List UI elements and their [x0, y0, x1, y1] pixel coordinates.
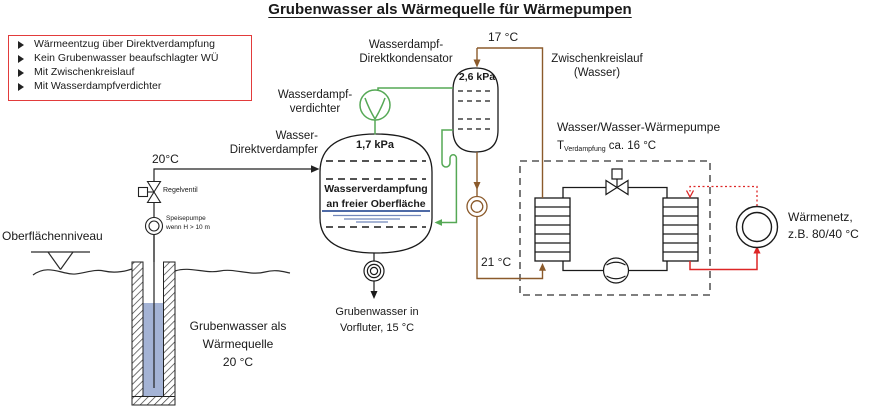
return-temp-label: 21 °C [481, 255, 512, 269]
vapor-compressor-label: Wasserdampf- verdichter [277, 89, 353, 116]
arrow-condensate-return [434, 219, 442, 226]
info-box-item: Mit Zwischenkreislauf [11, 66, 249, 80]
feed-pump-label: Speisepumpe wenn H > 10 m [166, 215, 210, 231]
heat-network-icon [735, 205, 779, 249]
vapor-compressor-icon [359, 89, 391, 121]
arrow-into-hx [539, 263, 546, 271]
valve-label: Regelventil [163, 187, 198, 194]
heat-pump-label: Wasser/Wasser-Wärmepumpe [557, 120, 721, 134]
control-valve-icon [137, 180, 162, 204]
evaporator-vessel [319, 133, 433, 254]
well-water [143, 303, 164, 398]
supply-temp-label: 17 °C [488, 30, 519, 44]
feed-temp-label: 20°C [152, 152, 179, 166]
hx-condenser [662, 197, 699, 262]
feed-pipe [153, 168, 311, 262]
condenser-pressure: 2,6 kPa [458, 71, 496, 83]
bullet-arrow-icon [18, 41, 24, 49]
network-pipes [685, 185, 761, 271]
intermediate-loop-label: Zwischenkreislauf (Wasser) [551, 53, 643, 80]
info-box-item: Mit Wasserdampfverdichter [11, 80, 249, 94]
intermediate-pump-icon [466, 195, 488, 218]
heat-network-label: Wärmenetz, z.B. 80/40 °C [788, 210, 859, 241]
heat-pump-box [519, 160, 711, 296]
evaporator-inner-label: Wasserverdampfung an freier Oberfläche [324, 183, 428, 210]
page-title: Grubenwasser als Wärmequelle für Wärmepu… [268, 1, 632, 18]
info-box: Wärmeentzug über Direktverdampfung Kein … [8, 35, 252, 101]
hx-evaporator [534, 197, 571, 262]
info-box-item: Wärmeentzug über Direktverdampfung [11, 38, 249, 52]
bullet-arrow-icon [18, 55, 24, 63]
arrow-into-evaporator [311, 165, 320, 173]
well-source-label: Grubenwasser als Wärmequelle 20 °C [189, 319, 287, 369]
refrigerant-loop [562, 186, 668, 272]
hp-compressor-icon [602, 257, 630, 284]
condenser-label: Wasserdampf- Direktkondensator [359, 39, 453, 66]
drain-pump-icon [363, 253, 385, 299]
arrow-into-condenser [473, 59, 481, 68]
mine-well [131, 234, 176, 406]
surface-level-label: Oberflächenniveau [2, 229, 103, 243]
expansion-valve-icon [605, 168, 629, 196]
ground-surface [31, 251, 291, 276]
bullet-arrow-icon [18, 83, 24, 91]
outflow-label: Grubenwasser in Vorfluter, 15 °C [335, 306, 419, 334]
arrow-down-brown [473, 182, 481, 190]
info-box-item: Kein Grubenwasser beaufschlagter WÜ [11, 52, 249, 66]
condenser-vessel [452, 67, 499, 153]
evaporator-pressure: 1,7 kPa [356, 139, 394, 151]
feed-pump-icon [144, 216, 164, 236]
evaporator-label: Wasser- Direktverdampfer [229, 130, 318, 157]
bullet-arrow-icon [18, 69, 24, 77]
